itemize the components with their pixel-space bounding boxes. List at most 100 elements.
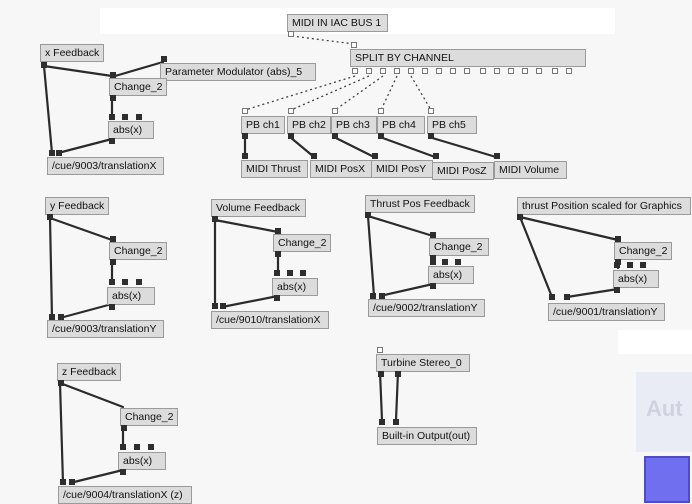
port-x-change-out[interactable] (110, 95, 116, 101)
port-tp-change-out[interactable] (430, 255, 436, 261)
port-split-out-7[interactable] (436, 68, 442, 74)
port-turbine-out-l[interactable] (378, 371, 384, 377)
node-turbine-stereo[interactable]: Turbine Stereo_0 (376, 354, 470, 372)
port-split-out-6[interactable] (422, 68, 428, 74)
port-tp-abs-in-2[interactable] (442, 259, 448, 265)
port-tp-cue-in-1[interactable] (370, 293, 376, 299)
port-split-out-11[interactable] (494, 68, 500, 74)
node-pb-ch1[interactable]: PB ch1 (241, 116, 285, 134)
node-pb-ch5[interactable]: PB ch5 (427, 116, 477, 134)
port-vol-abs-in-3[interactable] (300, 270, 306, 276)
node-midi-in[interactable]: MIDI IN IAC BUS 1 (287, 14, 388, 32)
port-output-in-l[interactable] (379, 419, 385, 425)
node-pb-ch4[interactable]: PB ch4 (377, 116, 425, 134)
port-split-out-10[interactable] (480, 68, 486, 74)
port-vol-abs-in-2[interactable] (287, 270, 293, 276)
port-x-cue-in-2[interactable] (56, 150, 62, 156)
port-pb1-out[interactable] (242, 133, 248, 139)
port-z-abs-in-3[interactable] (148, 444, 154, 450)
node-thrust-pos-feedback[interactable]: Thrust Pos Feedback (365, 195, 475, 213)
port-z-cue-in-1[interactable] (60, 479, 66, 485)
port-tp-abs-in-1[interactable] (430, 259, 436, 265)
node-thrust-gfx-abs[interactable]: abs(x) (613, 270, 659, 288)
port-y-abs-in-1[interactable] (109, 279, 115, 285)
port-pb4-in[interactable] (378, 108, 384, 114)
node-parameter-modulator[interactable]: Parameter Modulator (abs)_5 (160, 63, 316, 81)
port-midi-posz-in[interactable] (433, 153, 439, 159)
node-volume-abs[interactable]: abs(x) (272, 278, 318, 296)
port-pb1-in[interactable] (242, 108, 248, 114)
port-pb3-in[interactable] (332, 108, 338, 114)
port-z-abs-in-1[interactable] (120, 444, 126, 450)
port-split-out-12[interactable] (508, 68, 514, 74)
port-vol-abs-out[interactable] (274, 295, 280, 301)
port-vol-cue-in-1[interactable] (212, 303, 218, 309)
port-split-in[interactable] (351, 42, 357, 48)
port-turbine-in[interactable] (377, 347, 383, 353)
port-midi-thrust-in[interactable] (242, 153, 248, 159)
port-vol-change-out[interactable] (275, 251, 281, 257)
port-pb4-out[interactable] (378, 133, 384, 139)
port-z-abs-out[interactable] (120, 469, 126, 475)
node-builtin-output[interactable]: Built-in Output(out) (377, 427, 477, 445)
node-midi-posy[interactable]: MIDI PosY (371, 160, 433, 178)
port-y-cue-in-2[interactable] (58, 314, 64, 320)
node-y-cue[interactable]: /cue/9003/translationY (47, 320, 164, 338)
port-pb2-out[interactable] (288, 133, 294, 139)
port-midi-volume-in[interactable] (494, 153, 500, 159)
node-x-change[interactable]: Change_2 (109, 78, 167, 96)
port-split-out-9[interactable] (464, 68, 470, 74)
port-pb3-out[interactable] (332, 133, 338, 139)
port-split-out-14[interactable] (536, 68, 542, 74)
node-pb-ch3[interactable]: PB ch3 (331, 116, 377, 134)
node-thrust-gfx-change[interactable]: Change_2 (614, 242, 672, 260)
port-y-change-out[interactable] (110, 259, 116, 265)
port-split-out-4[interactable] (394, 68, 400, 74)
port-y-cue-in-1[interactable] (49, 314, 55, 320)
port-pb5-in[interactable] (428, 108, 434, 114)
port-tg-abs-in-2[interactable] (627, 262, 633, 268)
node-x-cue[interactable]: /cue/9003/translationX (47, 157, 164, 175)
port-turbine-out-r[interactable] (395, 371, 401, 377)
port-z-feedback-out[interactable] (58, 380, 64, 386)
port-split-out-5[interactable] (408, 68, 414, 74)
port-param-mod-out[interactable] (161, 56, 167, 62)
node-y-feedback[interactable]: y Feedback (45, 197, 109, 215)
port-x-feedback-out[interactable] (41, 62, 47, 68)
port-z-cue-in-2[interactable] (69, 479, 75, 485)
port-split-out-8[interactable] (450, 68, 456, 74)
node-y-change[interactable]: Change_2 (109, 242, 167, 260)
port-z-change-out[interactable] (121, 425, 127, 431)
port-split-out-1[interactable] (352, 68, 358, 74)
port-midi-posy-in[interactable] (372, 153, 378, 159)
port-split-out-3[interactable] (380, 68, 386, 74)
port-vol-cue-in-2[interactable] (220, 303, 226, 309)
port-vol-feedback-out[interactable] (212, 216, 218, 222)
node-midi-posx[interactable]: MIDI PosX (310, 160, 372, 178)
port-output-in-r[interactable] (393, 419, 399, 425)
port-tg-feedback-out[interactable] (517, 214, 523, 220)
port-y-abs-out[interactable] (109, 304, 115, 310)
port-tp-change-in[interactable] (430, 232, 436, 238)
port-tg-change-in[interactable] (615, 236, 621, 242)
node-thrust-gfx-cue[interactable]: /cue/9001/translationY (548, 303, 665, 321)
port-tg-abs-in-3[interactable] (640, 262, 646, 268)
port-tg-cue-in-1[interactable] (549, 294, 555, 300)
node-y-abs[interactable]: abs(x) (107, 287, 155, 305)
port-split-out-16[interactable] (566, 68, 572, 74)
port-tg-cue-in-2[interactable] (564, 294, 570, 300)
port-tp-cue-in-2[interactable] (379, 293, 385, 299)
color-swatch[interactable] (644, 456, 690, 503)
node-volume-change[interactable]: Change_2 (273, 234, 331, 252)
node-pb-ch2[interactable]: PB ch2 (287, 116, 331, 134)
port-split-out-15[interactable] (552, 68, 558, 74)
node-thrust-gfx-feedback[interactable]: thrust Position scaled for Graphics (517, 197, 691, 215)
port-x-abs-in-1[interactable] (109, 114, 115, 120)
port-split-out-13[interactable] (522, 68, 528, 74)
port-y-feedback-out[interactable] (47, 214, 53, 220)
node-midi-thrust[interactable]: MIDI Thrust (241, 160, 308, 178)
port-vol-abs-in-1[interactable] (274, 270, 280, 276)
node-volume-cue[interactable]: /cue/9010/translationX (211, 311, 329, 329)
node-thrust-pos-abs[interactable]: abs(x) (428, 266, 474, 284)
